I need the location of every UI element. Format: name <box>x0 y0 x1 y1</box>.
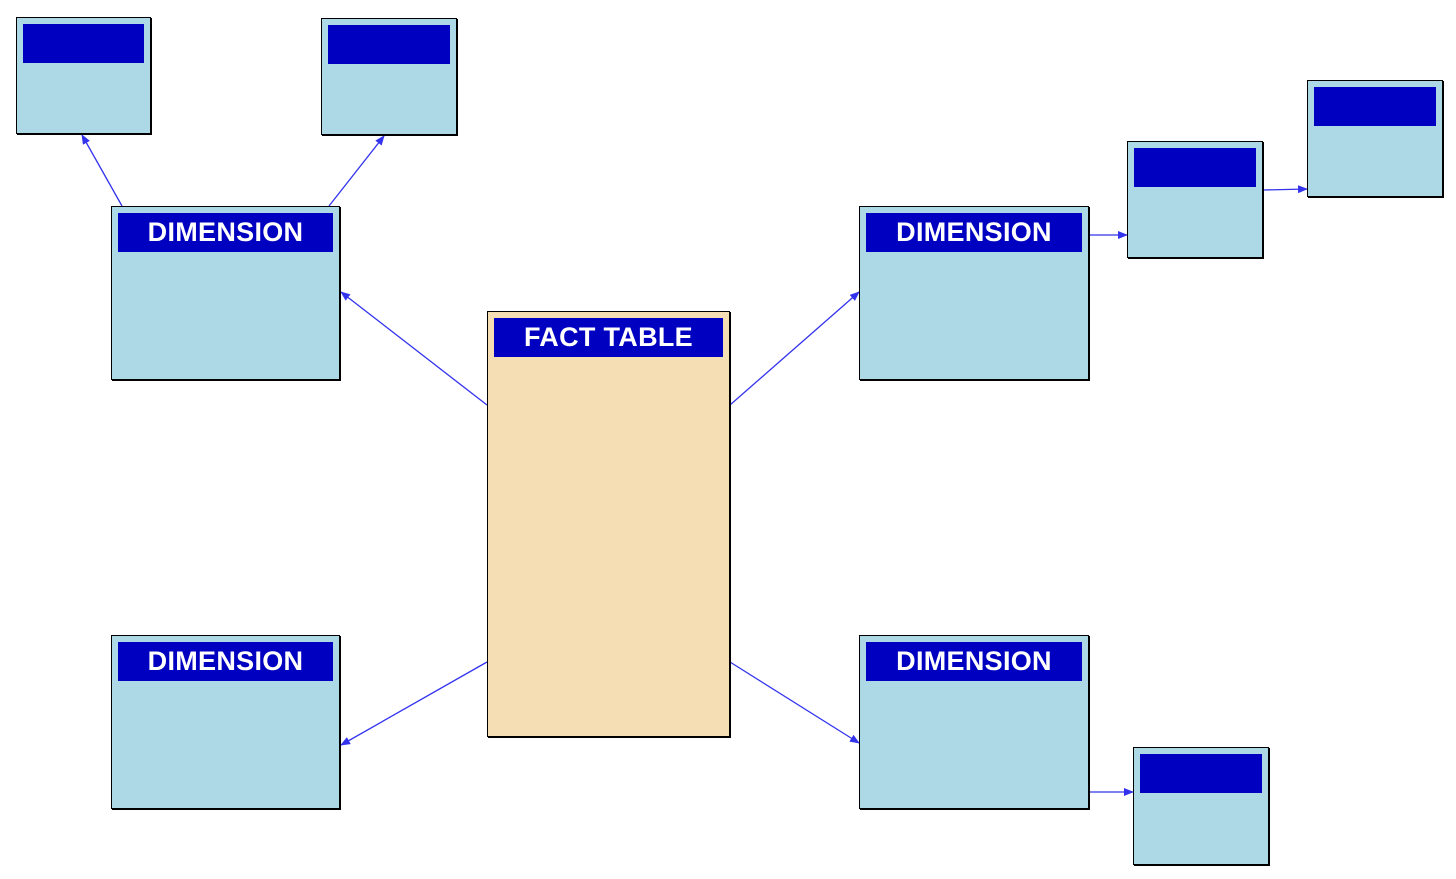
sub-dimension-header <box>328 25 450 64</box>
dimension-table-top-left: DIMENSION <box>111 206 340 380</box>
fact-table-header: FACT TABLE <box>494 318 723 357</box>
sub-dimension-table-right-first <box>1127 141 1263 258</box>
sub-dimension-table-near-left <box>321 18 457 135</box>
connector-fact-to-bottom-left-dimension <box>340 661 488 746</box>
connector-top-left-dimension-to-far-left-sub <box>81 134 123 207</box>
dimension-header: DIMENSION <box>866 213 1082 252</box>
sub-dimension-table-far-left <box>16 17 151 134</box>
sub-dimension-header <box>1134 148 1256 187</box>
connector-right-first-sub-to-right-second-sub <box>1262 185 1308 194</box>
dimension-header: DIMENSION <box>866 642 1082 681</box>
dimension-header: DIMENSION <box>118 213 333 252</box>
dimension-table-top-right: DIMENSION <box>859 206 1089 380</box>
sub-dimension-header <box>23 24 144 63</box>
dimension-header: DIMENSION <box>118 642 333 681</box>
connector-fact-to-top-right-dimension <box>729 291 860 406</box>
connector-fact-to-top-left-dimension <box>340 291 488 406</box>
dimension-table-bottom-right: DIMENSION <box>859 635 1089 809</box>
connector-fact-to-bottom-right-dimension <box>729 661 860 744</box>
sub-dimension-table-right-second <box>1307 80 1443 197</box>
dimension-table-bottom-left: DIMENSION <box>111 635 340 809</box>
connector-top-left-dimension-to-near-left-sub <box>328 135 385 207</box>
sub-dimension-header <box>1314 87 1436 126</box>
sub-dimension-table-bottom-right <box>1133 747 1269 865</box>
sub-dimension-header <box>1140 754 1262 793</box>
fact-table: FACT TABLE <box>487 311 730 737</box>
